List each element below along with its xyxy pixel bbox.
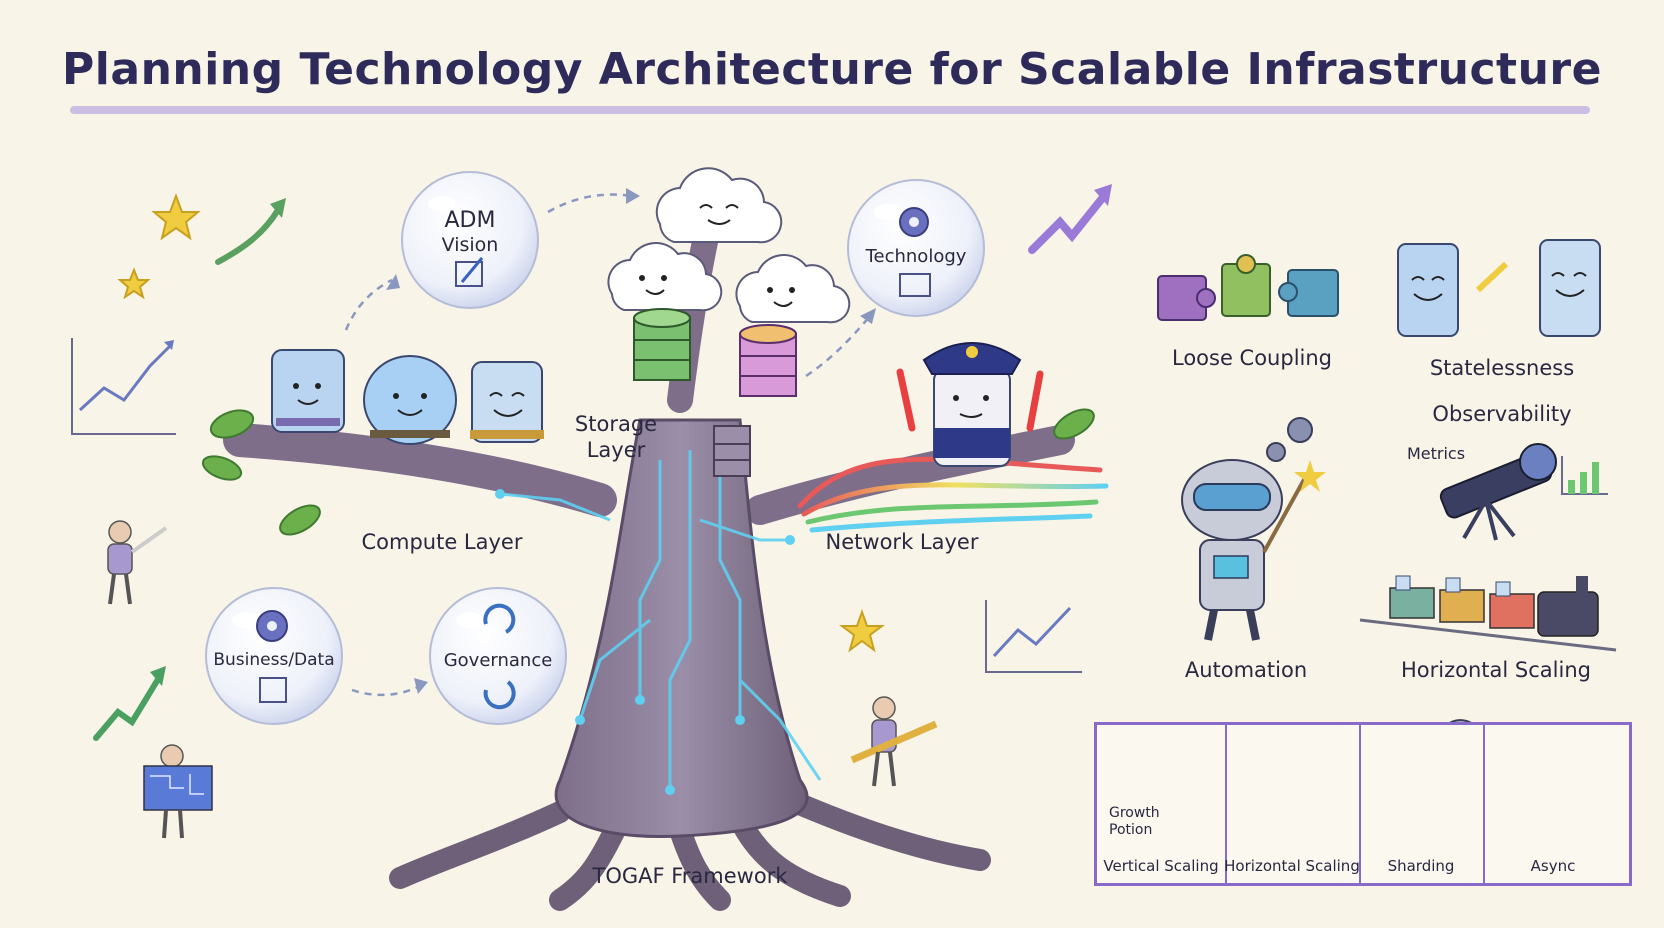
database-icon — [739, 324, 797, 397]
stateless-server-character — [1475, 239, 1601, 337]
cloud-character — [735, 254, 851, 324]
gear-icon — [1287, 417, 1313, 443]
title-underline — [70, 106, 1590, 114]
line-chart-icon — [985, 600, 1082, 673]
circuit-traces — [499, 450, 822, 790]
horizontal-scaling-label: Horizontal Scaling — [1401, 658, 1591, 682]
async-cell: Async — [1483, 725, 1623, 883]
horizontal-scaling-panel-label: Horizontal Scaling — [1224, 857, 1360, 875]
gear-icon — [899, 207, 929, 237]
async-label: Async — [1530, 857, 1576, 875]
gear-icon — [1266, 442, 1286, 462]
potion-label: Potion — [1109, 822, 1153, 838]
metrics-label: Metrics — [1406, 444, 1466, 463]
togaf-framework-label: TOGAF Framework — [592, 864, 788, 888]
compute-server-character — [271, 349, 345, 433]
star-icon — [151, 193, 201, 241]
network-cables — [797, 456, 1109, 533]
technology-label: Technology — [865, 246, 967, 267]
observability-label: Observability — [1432, 402, 1572, 426]
star-icon — [839, 609, 885, 653]
business-data-label: Business/Data — [213, 650, 335, 670]
stateless-server-character — [1397, 243, 1459, 337]
loose-coupling-label: Loose Coupling — [1171, 346, 1333, 370]
vertical-scaling-label: Vertical Scaling — [1103, 857, 1219, 875]
train-icon — [1359, 575, 1617, 652]
statelessness-label: Statelessness — [1429, 356, 1575, 380]
sharding-label: Sharding — [1387, 857, 1455, 875]
storage-layer-label: Layer — [586, 438, 646, 462]
compute-sphere-character — [363, 355, 457, 445]
page-title: Planning Technology Architecture for Sca… — [62, 44, 1602, 95]
storage-label: Storage — [574, 412, 658, 436]
chart-note-icon — [899, 273, 931, 297]
vision-label: Vision — [441, 234, 499, 256]
compute-server-character — [470, 361, 544, 443]
surveyor-worker-icon — [850, 696, 938, 787]
worker-icon — [107, 520, 168, 605]
cloud-character — [655, 167, 783, 244]
pencil-note-icon — [259, 677, 287, 703]
line-chart-icon — [71, 338, 176, 435]
adm-label: ADM — [444, 208, 496, 233]
telescope-icon — [1439, 443, 1557, 541]
star-icon — [117, 267, 151, 300]
technology-bubble — [847, 179, 985, 317]
cycle-icon — [483, 603, 516, 710]
database-icon — [713, 425, 751, 477]
circuit-nodes — [495, 489, 795, 795]
police-server-character — [896, 342, 1044, 467]
governance-label: Governance — [443, 650, 553, 671]
network-layer-label: Network Layer — [825, 530, 979, 554]
horizontal-scaling-cell: Horizontal Scaling — [1224, 725, 1361, 883]
compute-layer-label: Compute Layer — [361, 530, 523, 554]
adm-vision-bubble — [401, 171, 539, 309]
robot-character — [1181, 417, 1326, 641]
growth-label: Growth — [1109, 805, 1160, 821]
blueprint-worker-icon — [143, 744, 213, 839]
flow-arrow — [344, 193, 871, 697]
leaf-icon — [201, 408, 1095, 536]
trend-arrow-icon — [93, 666, 166, 741]
flow-arrowheads — [386, 188, 876, 694]
cloud-character — [607, 242, 723, 312]
trend-arrow-icon — [1028, 184, 1112, 254]
gear-icon — [256, 610, 288, 642]
automation-label: Automation — [1184, 658, 1308, 682]
sharding-cell: Sharding — [1359, 725, 1485, 883]
puzzle-icon — [1157, 254, 1339, 321]
governance-bubble — [429, 587, 567, 725]
vertical-scaling-cell: Growth Potion Vertical Scaling — [1097, 725, 1227, 883]
business-data-bubble — [205, 587, 343, 725]
trend-arrow-icon — [215, 198, 286, 265]
database-icon — [633, 308, 691, 381]
bar-chart-icon — [1561, 456, 1608, 495]
scaling-strategies-panel: Growth Potion Vertical Scaling Horizonta… — [1094, 722, 1632, 886]
pencil-note-icon — [455, 261, 483, 287]
